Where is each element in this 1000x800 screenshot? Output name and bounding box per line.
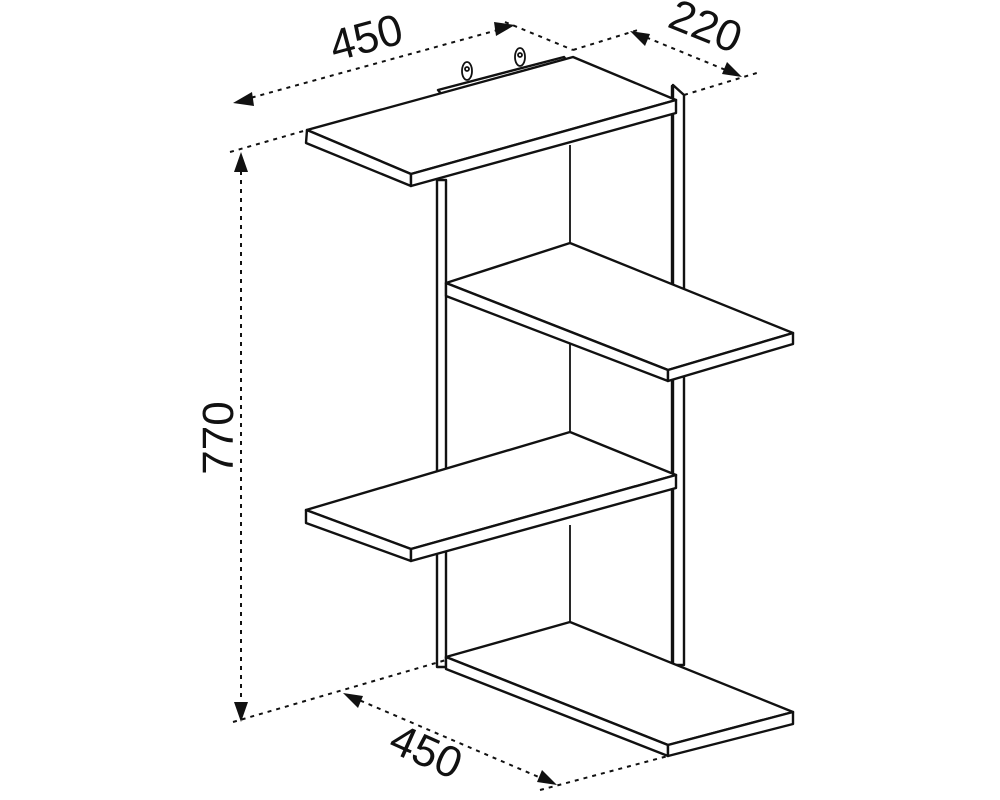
dimension-height [232, 152, 447, 723]
bottom-width-label: 450 [382, 714, 469, 789]
bottom-shelf [444, 620, 795, 758]
front-panel [435, 178, 448, 669]
top-shelf [304, 55, 678, 188]
depth-label: 220 [662, 0, 748, 63]
dimension-top-width [229, 21, 574, 153]
third-shelf [304, 430, 678, 563]
height-label: 770 [194, 401, 243, 474]
second-shelf [444, 241, 795, 383]
dimension-bottom-width [343, 693, 669, 791]
dimension-depth [572, 29, 761, 96]
top-width-label: 450 [324, 5, 408, 71]
